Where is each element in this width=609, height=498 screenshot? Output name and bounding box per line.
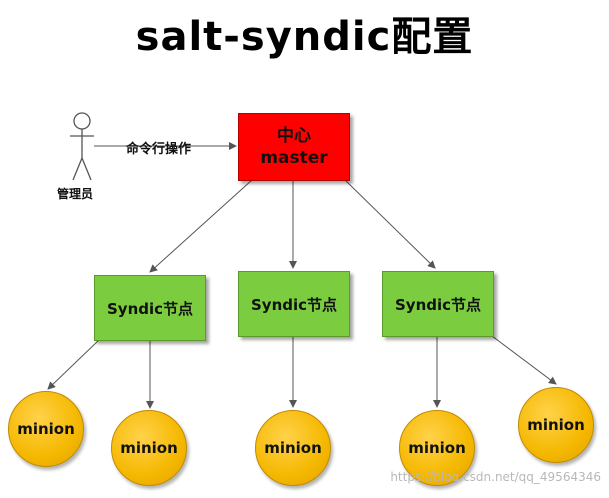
- syndic-node-2: Syndic节点: [238, 271, 350, 337]
- minion-label: minion: [527, 416, 585, 434]
- master-line1: 中心: [277, 126, 311, 146]
- minion-label: minion: [120, 439, 178, 457]
- master-line2: master: [260, 148, 328, 168]
- stick-figure-icon: [70, 112, 94, 181]
- minion-node-3: minion: [255, 410, 331, 486]
- watermark: https://blog.csdn.net/qq_49564346: [390, 470, 601, 484]
- edge-syndic1-minion-1: [47, 338, 101, 390]
- minion-node-1: minion: [8, 391, 84, 467]
- minion-label: minion: [17, 420, 75, 438]
- minion-label: minion: [408, 439, 466, 457]
- edge-master-syndic-3: [344, 179, 436, 269]
- syndic-label: Syndic节点: [250, 295, 338, 314]
- syndic-label: Syndic节点: [106, 299, 194, 318]
- minion-node-5: minion: [518, 387, 594, 463]
- command-label: 命令行操作: [126, 142, 192, 157]
- minion-node-4: minion: [399, 410, 475, 486]
- edge-master-syndic-1: [149, 179, 253, 273]
- master-node: 中心 master: [238, 113, 350, 181]
- syndic-label: Syndic节点: [394, 295, 482, 314]
- diagram-title: salt-syndic配置: [135, 14, 474, 60]
- minion-node-2: minion: [111, 410, 187, 486]
- syndic-node-3: Syndic节点: [382, 271, 494, 337]
- actor-label: 管理员: [57, 187, 94, 201]
- minion-label: minion: [264, 439, 322, 457]
- edge-syndic3-minion-5: [491, 335, 557, 385]
- syndic-node-1: Syndic节点: [94, 275, 206, 341]
